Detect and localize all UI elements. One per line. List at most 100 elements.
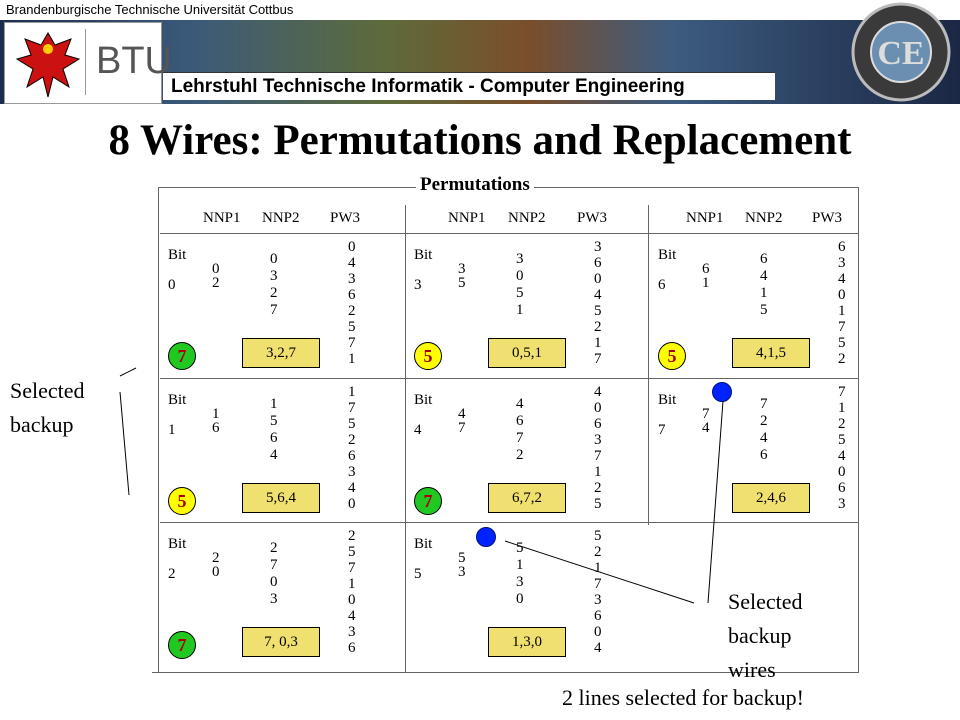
nnp2-digit: 1 bbox=[760, 285, 768, 301]
pointer-line bbox=[119, 367, 137, 377]
nnp1-digit: 6 bbox=[212, 420, 220, 436]
pw3-digit: 7 bbox=[594, 448, 602, 464]
nnp1-digit: 1 bbox=[702, 275, 710, 291]
pw3-digit: 3 bbox=[348, 271, 356, 287]
nnp1-digit: 7 bbox=[702, 406, 710, 422]
grid-border-right bbox=[858, 187, 859, 672]
pw3-digit: 7 bbox=[838, 384, 846, 400]
bit-value: 2 bbox=[168, 566, 176, 582]
nnp2-digit: 7 bbox=[270, 302, 278, 318]
nnp1-digit: 6 bbox=[702, 261, 710, 277]
col-header-nnp2: NNP2 bbox=[508, 210, 546, 226]
selected-backup-note: Selected backup bbox=[10, 374, 85, 442]
wire-count-badge: 5 bbox=[414, 342, 442, 370]
pw3-digit: 1 bbox=[348, 384, 356, 400]
nnp2-digit: 5 bbox=[270, 413, 278, 429]
bit-value: 1 bbox=[168, 422, 176, 438]
nnp2-digit: 2 bbox=[516, 447, 524, 463]
nnp1-digit: 5 bbox=[458, 275, 466, 291]
pw3-digit: 6 bbox=[348, 287, 356, 303]
nnp1-digit: 2 bbox=[212, 550, 220, 566]
wire-count-badge: 7 bbox=[414, 487, 442, 515]
pw3-digit: 0 bbox=[594, 271, 602, 287]
pw3-digit: 2 bbox=[594, 544, 602, 560]
grid-divider-h0 bbox=[160, 233, 858, 234]
grid-divider-v2 bbox=[648, 205, 649, 525]
nnp2-digit: 5 bbox=[760, 302, 768, 318]
bit-label: Bit bbox=[168, 536, 187, 552]
selected-backup-dot bbox=[476, 527, 496, 547]
pw3-digit: 1 bbox=[838, 400, 846, 416]
nnp1-digit: 3 bbox=[458, 564, 466, 580]
pw3-digit: 0 bbox=[838, 464, 846, 480]
chair-name: Lehrstuhl Technische Informatik - Comput… bbox=[163, 72, 775, 100]
nnp2-digit: 3 bbox=[516, 574, 524, 590]
pw3-digit: 3 bbox=[348, 464, 356, 480]
nnp2-digit: 5 bbox=[516, 540, 524, 556]
selected-backup-dot bbox=[712, 382, 732, 402]
nnp2-digit: 1 bbox=[516, 557, 524, 573]
pw3-digit: 1 bbox=[594, 464, 602, 480]
backup-wires-box: 2,4,6 bbox=[732, 483, 810, 513]
backup-wires-box: 3,2,7 bbox=[242, 338, 320, 368]
nnp1-digit: 1 bbox=[212, 406, 220, 422]
pw3-digit: 3 bbox=[838, 255, 846, 271]
nnp2-digit: 0 bbox=[516, 591, 524, 607]
col-header-nnp1: NNP1 bbox=[448, 210, 486, 226]
backup-wires-box: 1,3,0 bbox=[488, 627, 566, 657]
note-line: Selected bbox=[728, 589, 803, 614]
pw3-digit: 0 bbox=[594, 400, 602, 416]
bit-label: Bit bbox=[168, 247, 187, 263]
wire-count-badge: 5 bbox=[658, 342, 686, 370]
pw3-digit: 5 bbox=[348, 416, 356, 432]
nnp1-digit: 4 bbox=[458, 406, 466, 422]
nnp2-digit: 2 bbox=[270, 540, 278, 556]
pw3-digit: 2 bbox=[838, 416, 846, 432]
pw3-digit: 6 bbox=[838, 480, 846, 496]
nnp2-digit: 0 bbox=[270, 574, 278, 590]
nnp1-digit: 0 bbox=[212, 261, 220, 277]
pw3-digit: 3 bbox=[348, 624, 356, 640]
pw3-digit: 2 bbox=[594, 480, 602, 496]
pw3-digit: 1 bbox=[594, 560, 602, 576]
bit-value: 7 bbox=[658, 422, 666, 438]
pw3-digit: 6 bbox=[594, 255, 602, 271]
pw3-digit: 5 bbox=[838, 432, 846, 448]
col-header-pw3: PW3 bbox=[812, 210, 842, 226]
pw3-digit: 5 bbox=[348, 544, 356, 560]
pw3-digit: 6 bbox=[594, 608, 602, 624]
permutations-label: Permutations bbox=[416, 174, 534, 196]
bit-label: Bit bbox=[414, 392, 433, 408]
nnp2-digit: 1 bbox=[270, 396, 278, 412]
pw3-digit: 2 bbox=[838, 351, 846, 367]
pw3-digit: 1 bbox=[348, 576, 356, 592]
grid-border-left bbox=[158, 187, 159, 672]
col-header-nnp1: NNP1 bbox=[686, 210, 724, 226]
pointer-line bbox=[707, 400, 724, 604]
pw3-digit: 7 bbox=[594, 351, 602, 367]
logo-text: BTU bbox=[96, 40, 172, 82]
pw3-digit: 2 bbox=[348, 303, 356, 319]
nnp2-digit: 6 bbox=[516, 413, 524, 429]
footer-note: 2 lines selected for backup! bbox=[562, 685, 804, 710]
pw3-digit: 1 bbox=[594, 335, 602, 351]
nnp2-digit: 4 bbox=[516, 396, 524, 412]
bit-value: 5 bbox=[414, 566, 422, 582]
wire-count-badge: 5 bbox=[168, 487, 196, 515]
nnp2-digit: 2 bbox=[760, 413, 768, 429]
nnp2-digit: 0 bbox=[270, 251, 278, 267]
nnp1-digit: 5 bbox=[458, 550, 466, 566]
col-header-pw3: PW3 bbox=[577, 210, 607, 226]
nnp2-digit: 6 bbox=[760, 447, 768, 463]
nnp2-digit: 4 bbox=[760, 268, 768, 284]
pw3-digit: 0 bbox=[348, 239, 356, 255]
note-line: backup bbox=[728, 623, 792, 648]
bit-value: 3 bbox=[414, 277, 422, 293]
pw3-digit: 0 bbox=[348, 592, 356, 608]
nnp2-digit: 2 bbox=[270, 285, 278, 301]
pw3-digit: 6 bbox=[348, 448, 356, 464]
pw3-digit: 4 bbox=[594, 384, 602, 400]
note-line: wires bbox=[728, 657, 776, 682]
pw3-digit: 2 bbox=[348, 432, 356, 448]
